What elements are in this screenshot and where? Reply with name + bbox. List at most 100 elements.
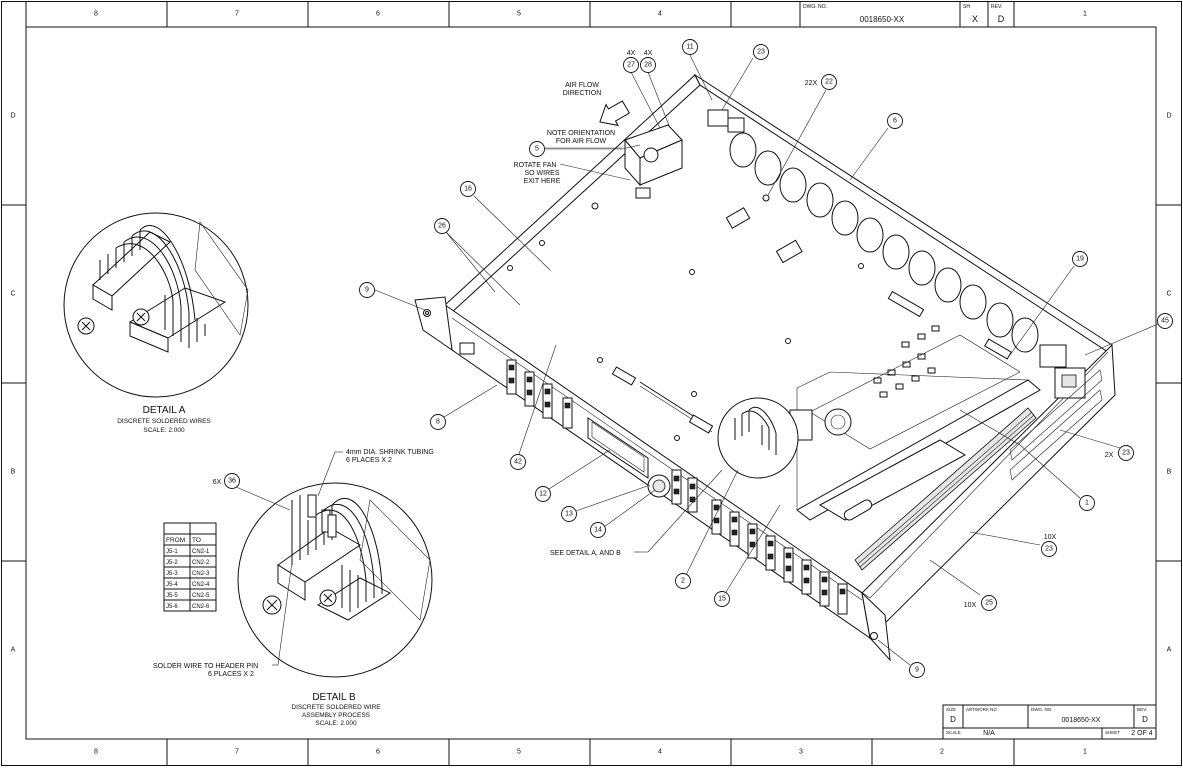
zone-col-bottom: 3 — [799, 749, 803, 756]
svg-text:9: 9 — [915, 667, 919, 674]
zone-row-left: B — [11, 469, 16, 476]
balloon-5: 5 — [529, 141, 545, 157]
dwg-number: 0018650-XX — [1062, 717, 1101, 724]
front-panel-buttons — [506, 359, 848, 615]
balloon-13: 13 — [561, 506, 577, 522]
svg-text:12: 12 — [539, 491, 547, 498]
detail-a-scale: SCALE: 2.000 — [143, 427, 185, 434]
rev-value: D — [1142, 715, 1148, 724]
detail-locator-circle — [717, 397, 799, 479]
zone-col-top: 1 — [1083, 11, 1087, 18]
note-so-wires: SO WIRES — [524, 170, 559, 177]
note-orientation-air: FOR AIR FLOW — [556, 138, 607, 145]
zone-col-top: 6 — [376, 11, 380, 18]
svg-text:19: 19 — [1076, 256, 1084, 263]
balloon-6: 6 — [887, 113, 903, 129]
top-dwg-label: DWG. NO. — [803, 4, 827, 10]
zone-col-bottom: 4 — [658, 749, 662, 756]
zone-col-top: 4 — [658, 11, 662, 18]
wire-table-cell: CN2-5 — [192, 593, 210, 599]
svg-text:45: 45 — [1161, 318, 1169, 325]
note-air-flow: AIR FLOW — [565, 82, 599, 89]
note-rotate-fan: ROTATE FAN — [514, 162, 557, 169]
zone-col-bottom: 8 — [94, 749, 98, 756]
svg-text:1: 1 — [1085, 500, 1089, 507]
notes: AIR FLOW DIRECTION NOTE ORIENTATION FOR … — [153, 82, 723, 678]
note-solder-wire: SOLDER WIRE TO HEADER PIN — [153, 663, 258, 670]
balloon-23-right: 23 — [1118, 445, 1134, 461]
top-title-strip: DWG. NO. 0018650-XX SH X REV. D — [799, 1, 1005, 27]
zone-col-top: 5 — [517, 11, 521, 18]
svg-text:25: 25 — [985, 600, 993, 607]
svg-text:26: 26 — [438, 223, 446, 230]
svg-text:2: 2 — [681, 578, 685, 585]
qty-36: 6X — [213, 479, 222, 486]
size-label: SIZE — [946, 707, 956, 712]
svg-text:5: 5 — [535, 146, 539, 153]
balloon-42: 42 — [510, 454, 526, 470]
wire-table-header-from: FROM — [166, 537, 185, 544]
zone-col-bottom: 5 — [517, 749, 521, 756]
detail-b-view — [237, 482, 433, 678]
zone-row-right: C — [1166, 291, 1171, 298]
top-rev-value: D — [998, 14, 1005, 24]
top-dwg-number: 0018650-XX — [860, 15, 905, 24]
wire-table-cell: J5-4 — [166, 582, 178, 588]
note-shrink-tubing: 4mm DIA. SHRINK TUBING — [346, 449, 434, 456]
zone-col-bottom: 2 — [940, 749, 944, 756]
standoffs — [507, 194, 864, 441]
balloon-25: 25 — [981, 595, 997, 611]
svg-text:16: 16 — [464, 186, 472, 193]
artwork-label: ARTWORK NO. — [966, 707, 998, 712]
balloon-22: 22 — [821, 74, 837, 90]
note-see-detail: SEE DETAIL A, AND B — [550, 550, 621, 557]
zone-row-left: A — [11, 647, 16, 654]
side-vents — [1009, 369, 1103, 481]
balloon-15: 15 — [714, 591, 730, 607]
balloons: 11 23 27 28 22 6 5 16 26 9 19 45 8 42 12… — [224, 39, 1173, 678]
detail-b-caption: DISCRETE SOLDERED WIRE — [291, 704, 381, 711]
detail-a-caption: DISCRETE SOLDERED WIRES — [117, 418, 211, 425]
sheet-label: SHEET — [1105, 730, 1120, 735]
svg-text:22: 22 — [825, 79, 833, 86]
detail-b-title: DETAIL B — [312, 692, 356, 703]
note-solder-places: 6 PLACES X 2 — [208, 671, 254, 678]
scale-value: N/A — [983, 730, 995, 737]
zone-col-top: 8 — [94, 11, 98, 18]
svg-text:23: 23 — [757, 49, 765, 56]
svg-text:15: 15 — [718, 596, 726, 603]
balloon-8: 8 — [430, 414, 446, 430]
quantity-labels: 4X 4X 22X 2X 10X 10X 6X — [213, 50, 1114, 609]
wire-table-cell: CN2-2 — [192, 560, 210, 566]
svg-text:27: 27 — [627, 62, 635, 69]
wire-table: FROM TO J5-1 CN2-1 J5-2 CN2-2 J5-3 CN2-3… — [163, 522, 217, 612]
sheet-value: 2 OF 4 — [1131, 730, 1153, 737]
balloon-2: 2 — [675, 573, 691, 589]
balloon-23-low: 23 — [1041, 541, 1057, 557]
wire-table-cell: J5-5 — [166, 593, 178, 599]
zone-row-right: B — [1167, 469, 1172, 476]
balloon-9-bottom: 9 — [909, 662, 925, 678]
heatsink — [854, 407, 1037, 571]
balloon-27: 27 — [623, 57, 639, 73]
qty-28: 4X — [644, 50, 653, 57]
size-value: D — [950, 715, 956, 724]
wire-table-cell: J5-3 — [166, 571, 178, 577]
svg-text:13: 13 — [565, 511, 573, 518]
svg-text:14: 14 — [594, 527, 602, 534]
capacitor-row — [729, 132, 1039, 353]
detail-b-process: ASSEMBLY PROCESS — [302, 712, 371, 719]
zone-labels: 8 7 6 5 4 1 8 7 6 5 4 3 2 1 D C B A D C … — [10, 11, 1171, 756]
svg-text:8: 8 — [436, 419, 440, 426]
balloon-11: 11 — [682, 39, 698, 55]
wire-table-cell: CN2-1 — [192, 549, 210, 555]
wire-table-cell: CN2-6 — [192, 604, 210, 610]
detail-a-title: DETAIL A — [143, 405, 186, 416]
air-flow-arrow-icon — [599, 100, 631, 127]
svg-text:11: 11 — [686, 44, 693, 51]
qty-22: 22X — [805, 80, 818, 87]
detail-a-view — [63, 212, 249, 398]
svg-text:36: 36 — [228, 478, 236, 485]
